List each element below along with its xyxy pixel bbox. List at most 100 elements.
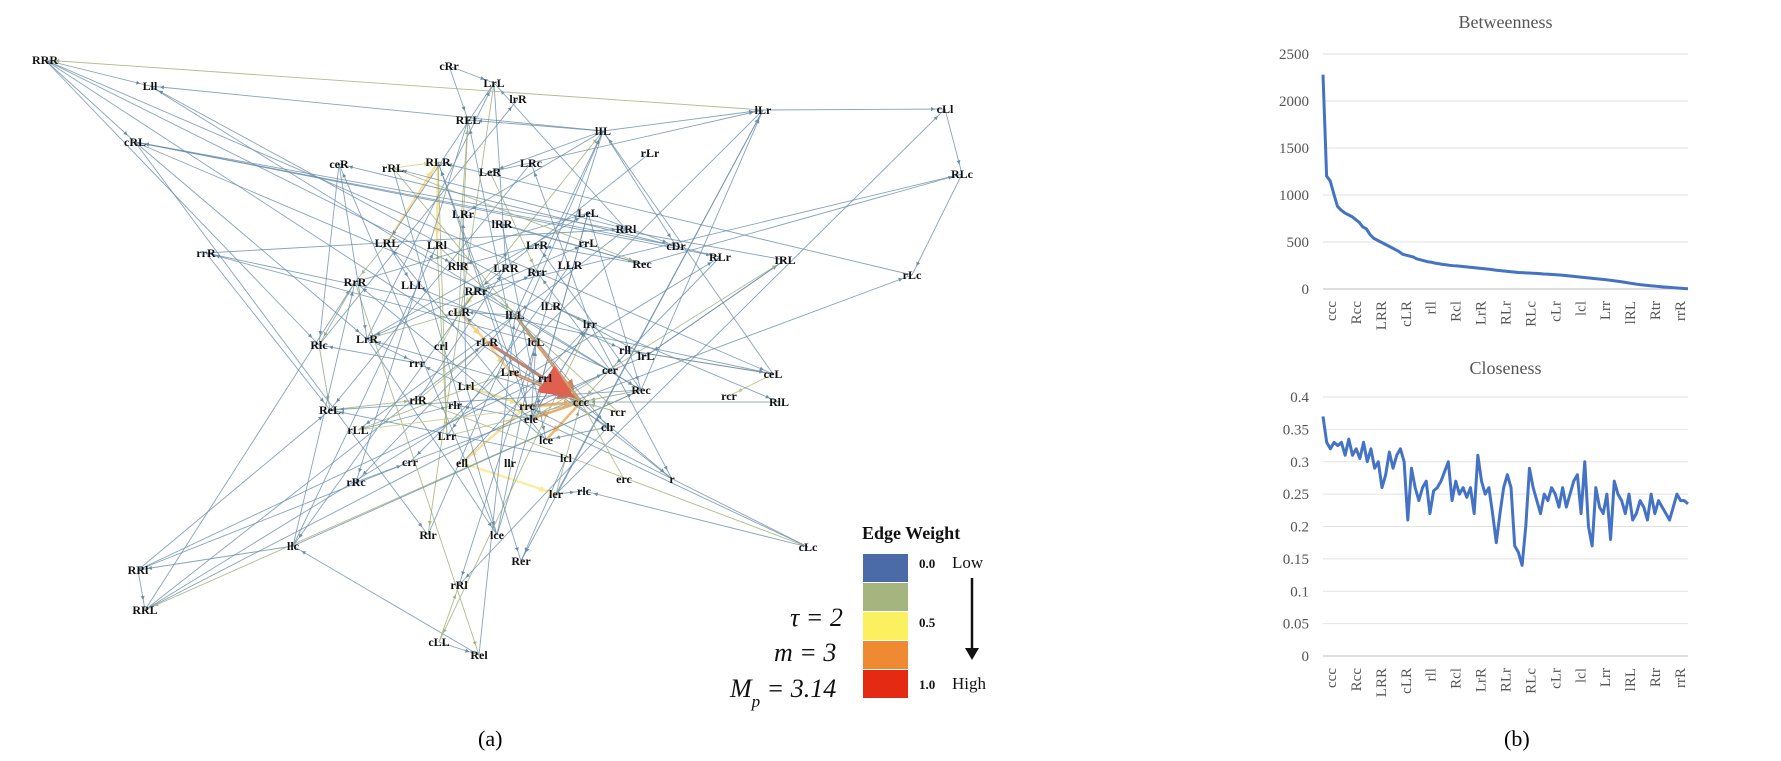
network-edge <box>318 344 418 364</box>
network-edge <box>329 399 419 411</box>
network-node-label: cRL <box>124 135 146 149</box>
x-tick-label: lRL <box>1623 668 1639 691</box>
x-tick-label: Lrr <box>1598 301 1614 320</box>
network-edge <box>357 314 516 431</box>
network-edge <box>458 426 609 586</box>
closeness-chart: Closeness00.050.10.150.20.250.30.350.4cc… <box>1283 358 1689 697</box>
network-node-label: ceR <box>329 157 349 171</box>
y-tick-label: 0.15 <box>1283 552 1309 568</box>
network-node-label: lcl <box>560 451 573 465</box>
network-edge <box>149 85 604 132</box>
network-edge-arrowhead <box>574 246 579 251</box>
network-edge-arrowhead <box>472 641 477 646</box>
network-edge <box>536 244 643 265</box>
network-edge-arrowhead <box>452 423 457 428</box>
edge-weight-legend: Edge Weight 0.0 0.5 1.0 Low High <box>862 523 987 698</box>
series-line <box>1321 416 1689 567</box>
network-edge <box>386 82 495 244</box>
network-edge <box>911 173 963 276</box>
network-node-label: lce <box>490 528 505 542</box>
network-edge-arrowhead <box>402 169 408 174</box>
x-tick-label: Rcl <box>1449 301 1465 322</box>
network-node-label: cDr <box>666 239 686 253</box>
network-node-label: rLR <box>476 335 498 349</box>
x-tick-label: LrR <box>1474 668 1490 692</box>
network-node-label: cer <box>602 363 619 377</box>
network-node-label: rRl <box>450 578 468 592</box>
network-node-label: lrL <box>638 349 655 363</box>
network-edge-arrowhead <box>339 407 345 412</box>
network-edge-arrowhead <box>628 257 633 261</box>
y-tick-label: 0.1 <box>1290 584 1309 600</box>
network-node-label: RLr <box>709 250 732 264</box>
x-tick-label: LRR <box>1374 301 1390 330</box>
network-node-label: LeL <box>577 206 598 220</box>
y-tick-label: 0.3 <box>1290 455 1309 471</box>
network-edge-arrowhead <box>574 217 580 222</box>
x-tick-label: lRL <box>1623 301 1639 324</box>
legend-tick-high: 1.0 <box>919 677 935 692</box>
x-tick-label: Rcc <box>1349 301 1365 325</box>
network-node-label: cLc <box>799 540 818 554</box>
network-node-label: LRL <box>375 236 400 250</box>
legend-swatch-2 <box>863 612 908 640</box>
network-edge-arrowhead <box>570 389 575 395</box>
network-edge <box>448 65 495 84</box>
network-node-label: RlR <box>448 259 469 273</box>
network-edge <box>501 223 643 265</box>
network-edge <box>338 163 498 536</box>
network-edge-arrowhead <box>587 390 592 395</box>
network-edge-arrowhead <box>477 119 483 124</box>
network-node-label: ccc <box>573 395 590 409</box>
network-edge <box>137 409 331 571</box>
network-node-label: rrr <box>409 356 426 370</box>
parameter-block: τ = 2 m = 3 Mp = 3.14 <box>729 603 843 711</box>
network-edge <box>366 338 498 536</box>
network-edge <box>366 290 477 340</box>
network-edge <box>409 109 764 463</box>
network-node-label: ele <box>524 412 539 426</box>
x-tick-label: cLr <box>1548 301 1564 322</box>
network-edge-arrowhead <box>461 571 466 576</box>
network-edge <box>536 271 611 371</box>
network-node-label: RRl <box>128 563 149 577</box>
network-edge <box>496 341 537 536</box>
network-node-label: lcL <box>528 335 545 349</box>
network-node-label: lrr <box>583 317 598 331</box>
network-edge-arrowhead <box>135 80 141 85</box>
network-edge <box>44 59 609 428</box>
network-edge <box>366 82 495 340</box>
network-edge-arrowhead <box>590 397 596 402</box>
network-edge-arrowhead <box>533 172 538 177</box>
network-node-label: ReL <box>319 403 341 417</box>
network-edge-arrowhead <box>376 331 381 336</box>
network-edge <box>457 119 469 267</box>
network-edge <box>489 171 538 273</box>
network-edge <box>475 173 963 292</box>
network-node-label: r <box>669 472 675 486</box>
network-node-label: rlR <box>409 393 427 407</box>
network-edge <box>205 228 627 254</box>
y-tick-label: 500 <box>1287 235 1310 251</box>
network-edge <box>587 212 642 391</box>
network-edge <box>357 401 582 431</box>
network-edge <box>762 108 946 111</box>
network-node-label: ceL <box>764 367 783 381</box>
network-edge-arrowhead <box>591 400 595 404</box>
network-edge <box>137 461 411 571</box>
y-tick-label: 0 <box>1302 282 1310 298</box>
network-edge <box>555 108 946 495</box>
network-edge-arrowhead <box>575 411 580 417</box>
network-edge <box>462 213 467 387</box>
network-node-label: lRR <box>492 217 513 231</box>
network-edge <box>137 377 546 571</box>
network-edge-arrowhead <box>403 399 409 404</box>
network-node-label: crr <box>402 455 419 469</box>
network-edge <box>555 401 582 495</box>
network-node-label: lrR <box>509 92 527 106</box>
network-node-label: RRl <box>616 222 637 236</box>
network-edge-arrowhead <box>956 159 961 165</box>
network-edge-arrowhead <box>54 58 60 63</box>
network-node-label: RRr <box>465 284 488 298</box>
